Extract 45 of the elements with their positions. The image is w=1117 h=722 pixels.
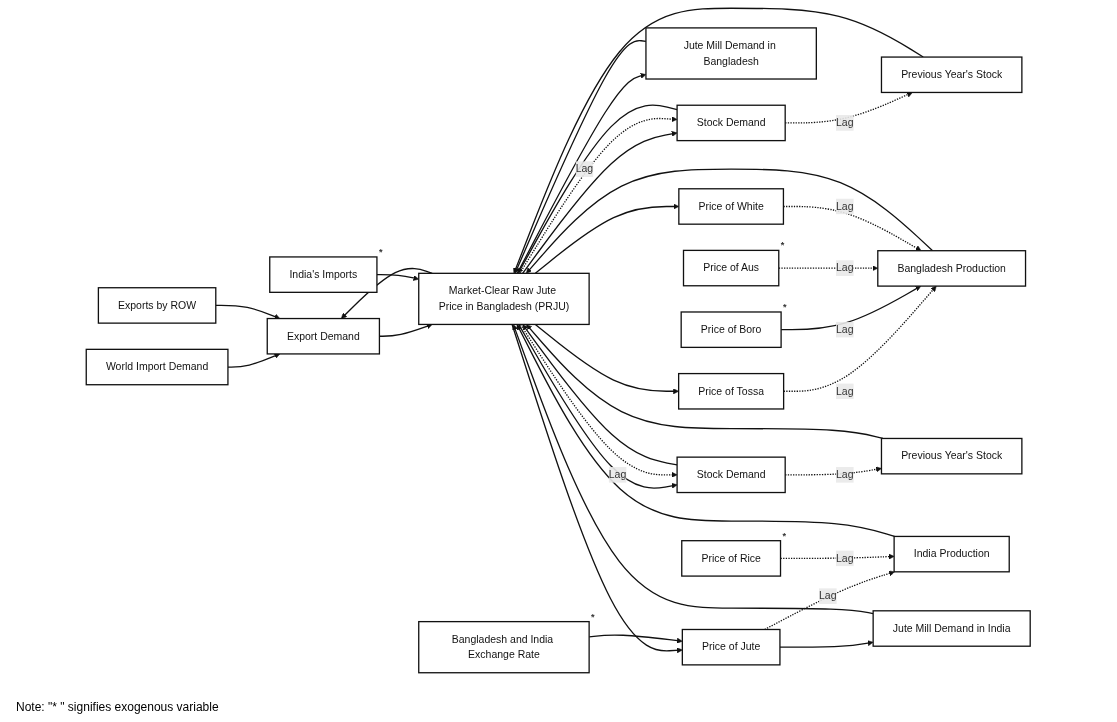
node-box: India Production	[893, 535, 1011, 572]
node-box: Stock Demand	[676, 104, 787, 141]
arrow	[783, 285, 937, 392]
node-box: Market-Clear Raw Jute Price in Bangladesh (PRJU)	[418, 272, 591, 325]
node-box: Price of Aus	[683, 249, 780, 286]
arrow	[511, 323, 683, 653]
node-box: Price of Jute	[681, 628, 781, 666]
node-box: Jute Mill Demand in Bangladesh	[645, 26, 818, 80]
asterisk-mark: *	[591, 611, 595, 622]
arrow	[516, 72, 647, 274]
node-box: Price of White	[678, 187, 785, 225]
edge-label: Lag	[836, 551, 854, 564]
edge-label: Lag	[836, 200, 854, 212]
note-text: Note: "* " signifies exogenous variable	[16, 700, 219, 714]
asterisk-mark: *	[783, 301, 787, 312]
node-box: Bangladesh and India Exchange Rate	[418, 620, 591, 673]
edge-label: Lag	[819, 589, 837, 601]
node-box: Jute Mill Demand in India	[872, 609, 1032, 647]
edge-label: Lag	[575, 162, 594, 174]
node-box: Stock Demand	[676, 456, 787, 493]
node-box: Export Demand	[266, 317, 381, 355]
edge-label: Lag	[836, 116, 854, 128]
node-box: India's Imports	[269, 255, 378, 293]
edge-label: Lag	[609, 468, 627, 480]
edge-label: Lag	[836, 261, 854, 273]
node-box: Price of Boro	[680, 310, 783, 348]
arrow	[780, 553, 895, 559]
node-box: World Import Demand	[85, 348, 229, 385]
node-box: Price of Tossa	[678, 372, 785, 410]
node-box: Previous Year's Stock	[881, 437, 1023, 474]
asterisk-mark: *	[379, 246, 383, 257]
arrow	[526, 167, 934, 274]
arrow	[379, 322, 433, 337]
node-box: Exports by ROW	[98, 286, 217, 324]
edge-label: Lag	[836, 323, 854, 335]
arrow	[535, 203, 680, 274]
asterisk-mark: *	[781, 239, 785, 250]
node-box: Price of Rice	[681, 539, 782, 577]
arrow	[783, 205, 922, 251]
edge-label: Lag	[836, 384, 854, 397]
node-box: Previous Year's Stock	[881, 55, 1023, 93]
edge-label: Lag	[836, 468, 854, 480]
asterisk-mark: *	[782, 530, 787, 541]
arrow	[514, 39, 647, 274]
node-box: Bangladesh Production	[877, 249, 1027, 287]
